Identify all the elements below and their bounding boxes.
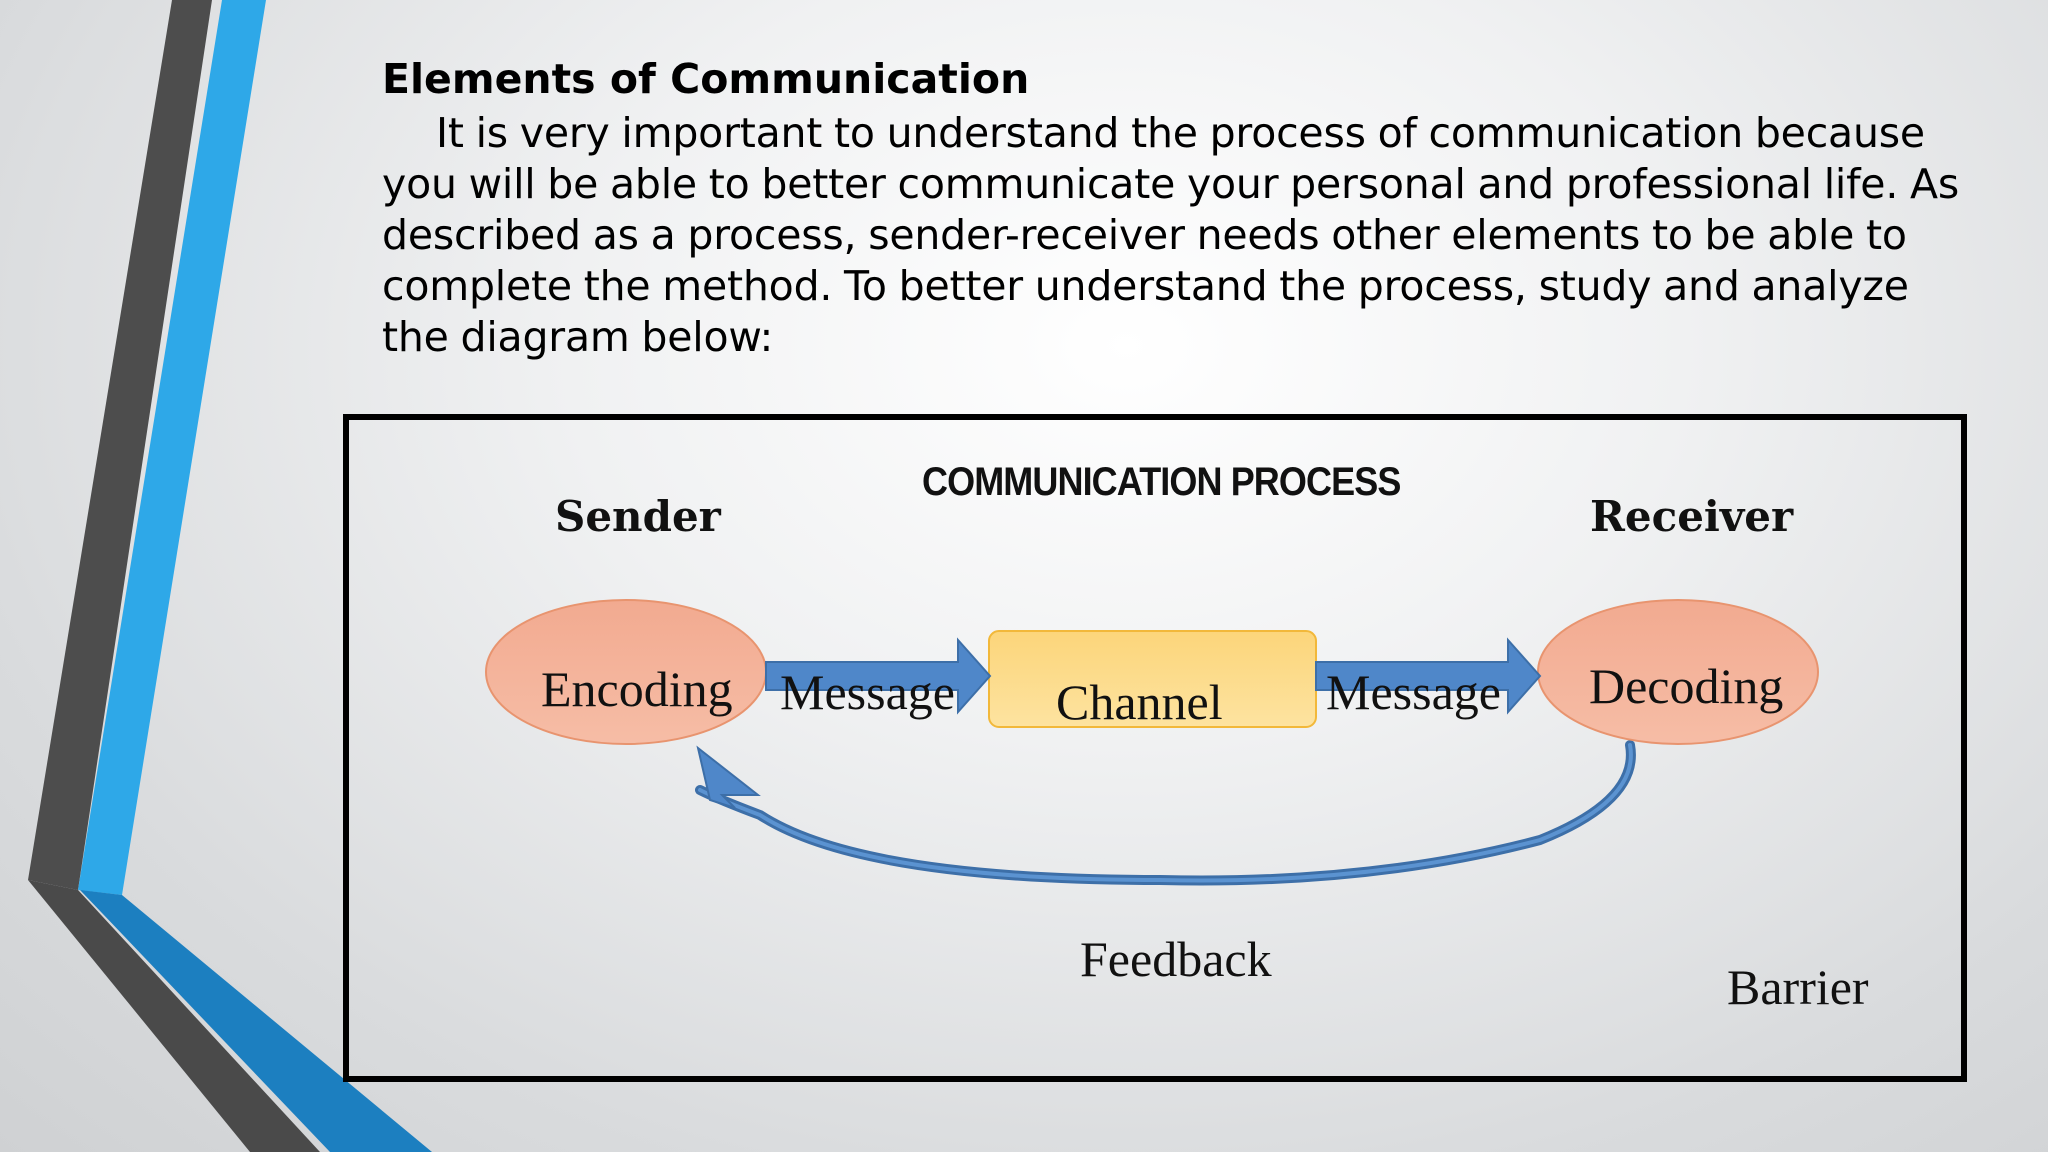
message-label-right: Message xyxy=(1326,664,1501,720)
dark-bar-lower xyxy=(28,880,320,1152)
feedback-curve-inner xyxy=(698,743,1633,883)
message-arrow-left xyxy=(765,637,992,715)
sender-label: Sender xyxy=(555,492,721,541)
slide-paragraph: It is very important to understand the p… xyxy=(382,109,1960,361)
decoding-label: Decoding xyxy=(1589,658,1784,714)
dark-bar-upper xyxy=(28,0,212,890)
channel-label: Channel xyxy=(1056,674,1223,730)
slide-heading: Elements of Communication xyxy=(382,55,1030,103)
slide-text: Elements of Communication It is very imp… xyxy=(382,50,1982,363)
blue-bar-upper xyxy=(78,0,266,895)
feedback-label: Feedback xyxy=(1080,931,1272,987)
feedback-curve xyxy=(695,740,1636,886)
blue-bar-lower xyxy=(80,890,432,1152)
message-arrow-right xyxy=(1315,637,1542,715)
diagram-frame xyxy=(343,414,1967,1082)
encoding-label: Encoding xyxy=(541,661,733,717)
decoding-node xyxy=(1537,599,1819,745)
feedback-arrowhead xyxy=(696,745,761,809)
diagram-title: COMMUNICATION PROCESS xyxy=(922,460,1401,504)
receiver-label: Receiver xyxy=(1590,492,1794,541)
barrier-label: Barrier xyxy=(1727,959,1869,1015)
message-label-left: Message xyxy=(780,664,955,720)
